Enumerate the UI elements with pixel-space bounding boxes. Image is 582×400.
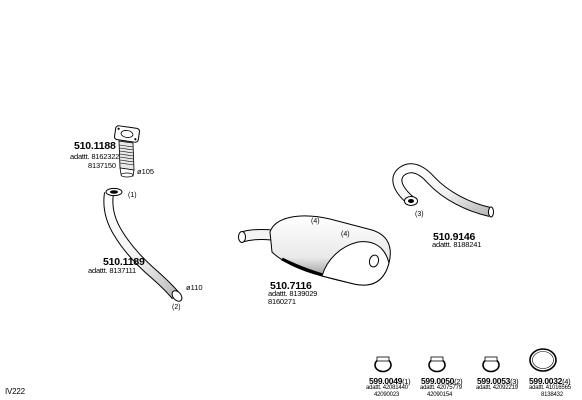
front-pipe-drawing [103,187,183,302]
silencer-number: 510.7116 [270,280,312,292]
callout-4-muffler-outlet: (4) [341,231,350,238]
clamp-3-qty: (3) [510,377,519,386]
tail-pipe-number: 510.9146 [433,231,476,243]
flange-pipe-drawing [114,125,140,178]
clamp-drawing-4 [529,348,557,372]
clamp-1-alt-1: adattt. 42081440 [366,385,408,391]
callout-2: (2) [172,304,181,311]
clamp-3-label: 599.0053(3) [477,376,519,386]
tail-pipe-drawing [392,163,494,218]
clamp-drawing-3 [482,356,500,373]
clamp-1-qty: (1) [402,377,411,386]
clamp-4-number: 599.0032 [529,376,563,386]
clamp-4-qty: (4) [562,377,571,386]
silencer-alt-2: 8160271 [268,297,296,306]
clamp-1-number: 599.0049 [369,376,403,386]
clamp-2-label: 599.0050(2) [421,376,463,386]
callout-4-muffler-inlet: (4) [311,218,320,225]
clamp-4-alt-1: adattt. 41016565 [529,385,571,391]
clamp-4-label: 599.0032(4) [529,376,571,386]
flange-pipe-number: 510.1188 [74,140,116,152]
flange-pipe-alt-1: adattt. 8162322 [70,152,120,161]
clamp-1-alt-2: 42090023 [374,392,400,398]
clamp-3-alt-1: adattt. 42092219 [476,385,518,391]
clamp-1-label: 599.0049(1) [369,376,411,386]
flange-pipe-diameter: ø105 [137,167,155,176]
diagram-code: IV222 [5,387,25,396]
silencer-drawing [238,215,391,286]
clamp-2-alt-1: adattt. 42075779 [420,385,462,391]
callout-3: (3) [415,211,424,218]
tail-pipe-alt-1: adattt. 8188241 [432,240,482,249]
clamp-drawing-1 [374,356,392,373]
silencer-alt-1: adattt. 8139029 [268,289,318,298]
clamp-3-number: 599.0053 [477,376,511,386]
callout-1: (1) [128,192,137,199]
front-pipe-diameter: ø110 [186,283,203,292]
clamp-2-number: 599.0050 [421,376,455,386]
clamp-4-alt-2: 8138432 [541,392,563,398]
clamp-2-alt-2: 42090154 [427,392,453,398]
clamp-2-qty: (2) [454,377,463,386]
front-pipe-alt-1: adattt. 8137111 [88,266,137,275]
flange-pipe-alt-2: 8137150 [88,161,116,170]
clamp-drawing-2 [428,356,446,373]
front-pipe-number: 510.1189 [103,256,145,268]
